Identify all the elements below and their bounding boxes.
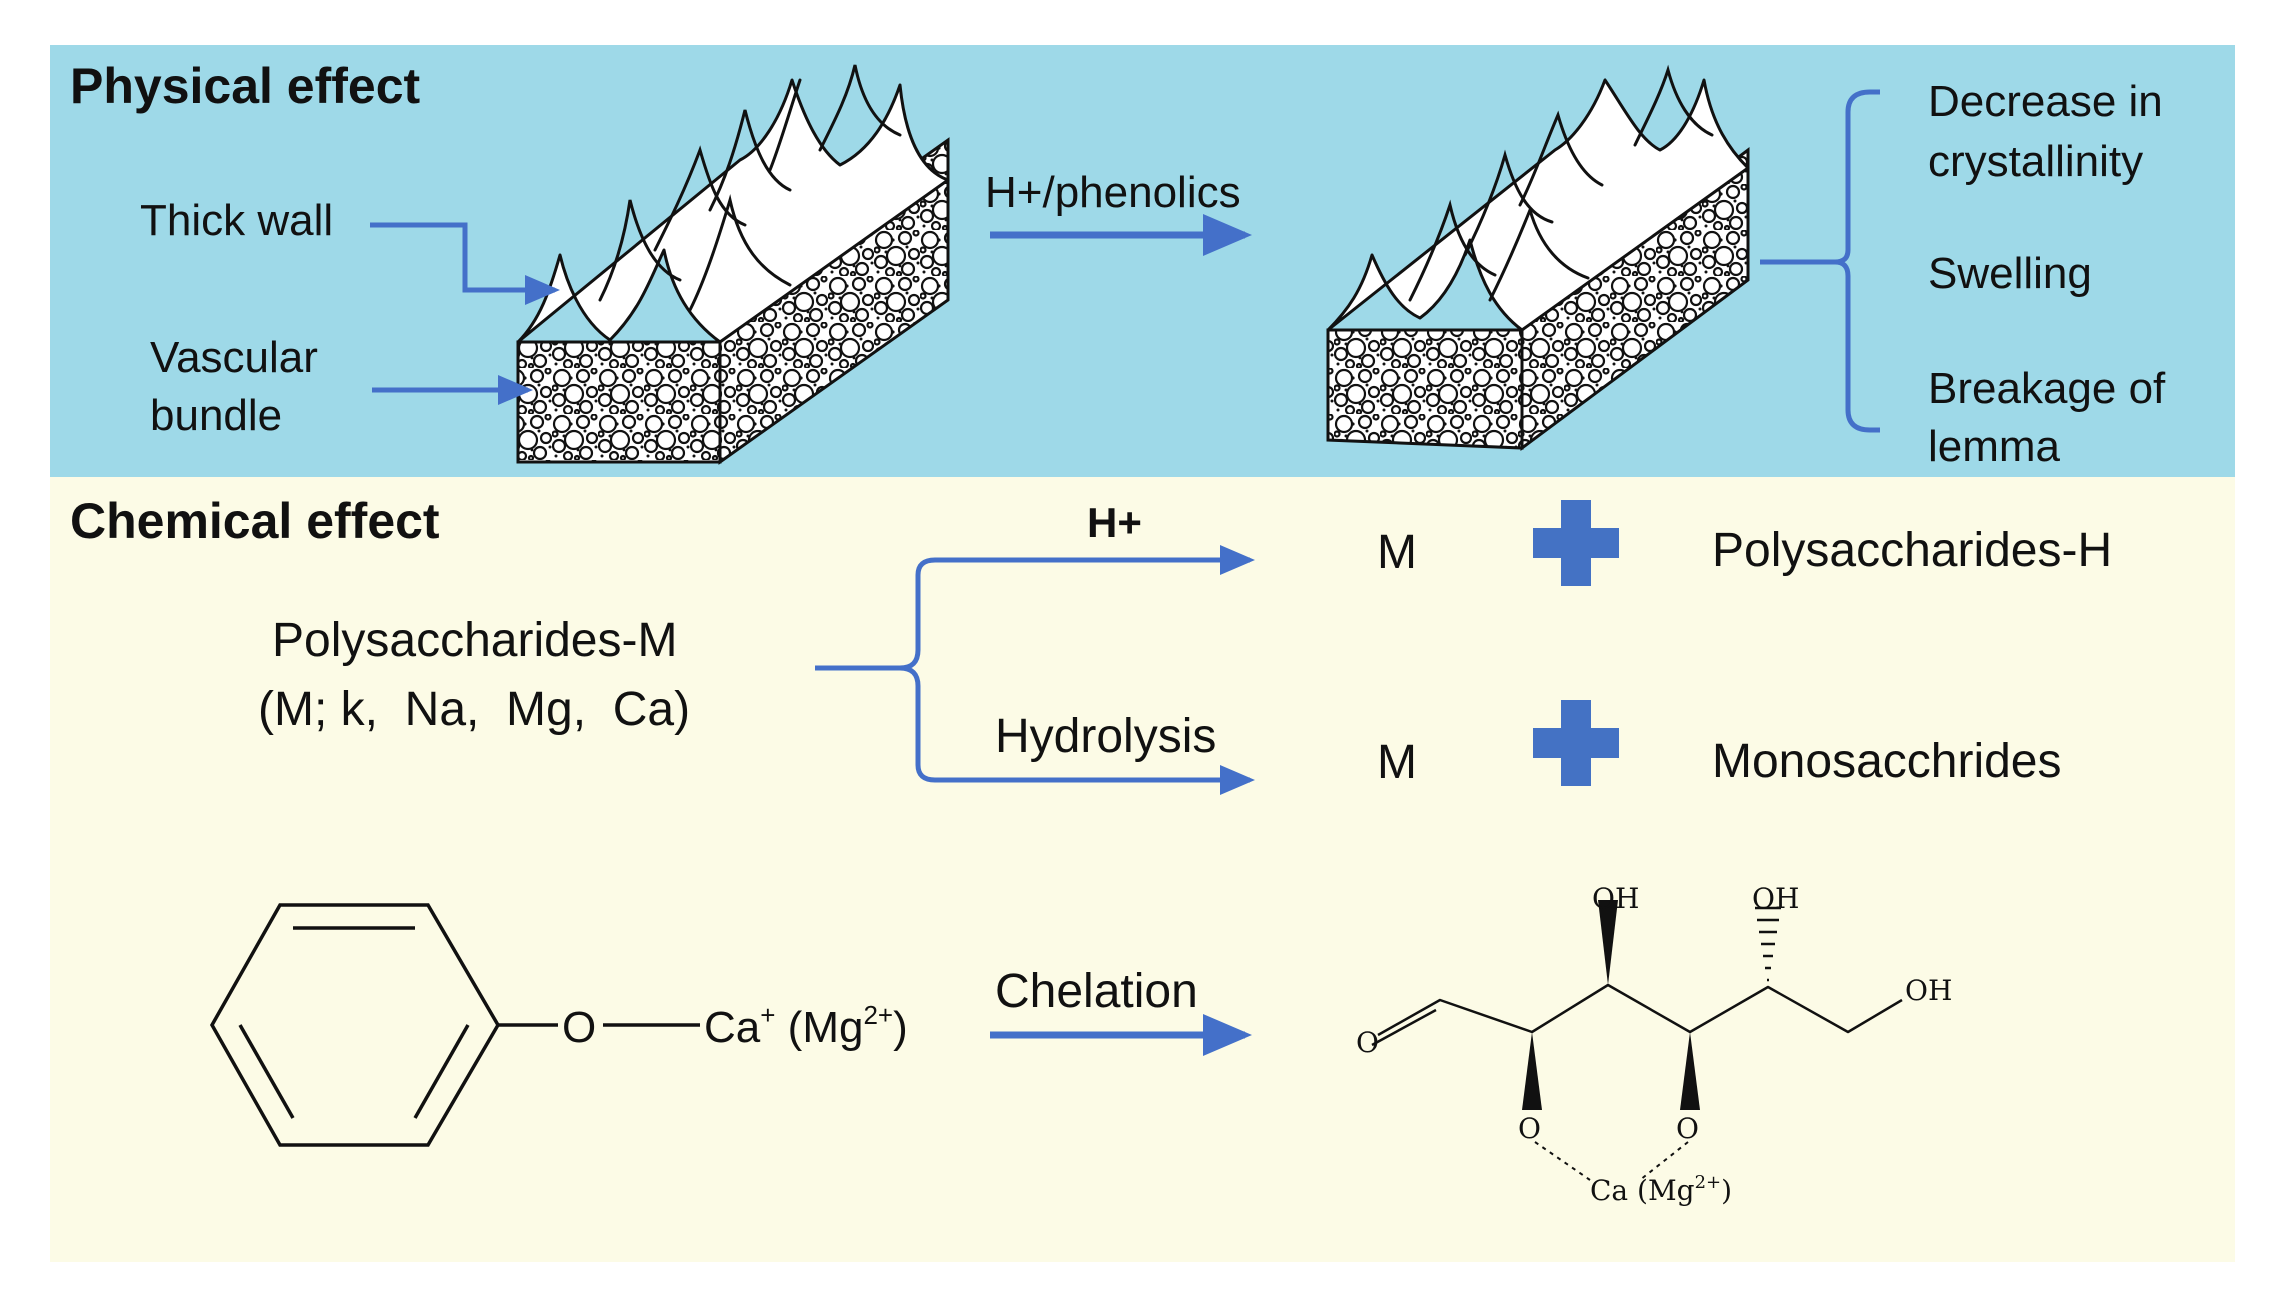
metal-alt: (Mg [1637, 1174, 1695, 1207]
chemical-effect-title: Chemical effect [70, 493, 440, 549]
upper-arrow-label: H+ [1087, 499, 1142, 546]
phenoxide-cation: Ca+ (Mg2+) [704, 1000, 908, 1052]
cation-charge: + [760, 1000, 775, 1030]
benzene-ring [209, 903, 501, 1147]
phenolics-arrow-label: H+/phenolics [985, 168, 1241, 217]
lower-arrow-label: Hydrolysis [995, 710, 1216, 763]
sugar-chelate-structure: OH OH OH O O O Ca (Mg2+) [1356, 882, 1952, 1207]
cation-alt-charge: 2+ [863, 1000, 893, 1030]
phenoxide-oxygen: O [562, 1003, 596, 1052]
effect-swelling: Swelling [1928, 249, 2092, 298]
block-front-face [516, 340, 722, 464]
sugar-chelate-metal: Ca (Mg2+) [1590, 1172, 1732, 1207]
metal-symbol: Ca [1590, 1174, 1628, 1207]
sugar-oh-2: OH [1752, 882, 1799, 915]
plus-icon [1533, 500, 1619, 586]
product1-other: Polysaccharides-H [1712, 524, 2112, 577]
sugar-oh-3: OH [1905, 974, 1952, 1007]
reaction-fork [815, 557, 1248, 783]
effect-decrease-line2: crystallinity [1928, 137, 2143, 186]
effect-breakage-line2: lemma [1928, 422, 2061, 471]
block-front-face-after [1326, 328, 1524, 450]
sugar-chelate-o1: O [1518, 1112, 1541, 1145]
hashed-bond [1755, 906, 1781, 982]
wedge-bond [1680, 1032, 1700, 1110]
chemical-effect-panel [50, 477, 2235, 1262]
product2-other: Monosacchrides [1712, 735, 2062, 788]
thick-wall-pointer [370, 222, 560, 305]
wedge-bond [1522, 1032, 1542, 1110]
vascular-label-line2: bundle [150, 391, 282, 440]
reactant-name: Polysaccharides-M [272, 614, 677, 667]
product2-metal: M [1377, 736, 1417, 789]
cation-alt-close: ) [893, 1003, 908, 1052]
sugar-chelate-o2: O [1676, 1112, 1699, 1145]
thick-wall-label: Thick wall [140, 196, 333, 245]
thick-wall-top-after [1326, 78, 1750, 332]
vascular-label-line1: Vascular [150, 333, 318, 382]
plus-icon [1533, 700, 1619, 786]
physical-effect-title: Physical effect [70, 58, 421, 114]
metal-alt-charge: 2+ [1695, 1172, 1722, 1193]
sugar-carbonyl-o: O [1356, 1026, 1379, 1059]
metal-alt-close: ) [1721, 1174, 1732, 1207]
physical-effect-panel [50, 45, 2235, 477]
reactant-metals: (M; k, Na, Mg, Ca) [258, 683, 690, 736]
tissue-block-before [516, 64, 950, 465]
wedge-bond [1598, 900, 1618, 985]
effect-breakage-line1: Breakage of [1928, 364, 2166, 413]
effect-decrease-line1: Decrease in [1928, 77, 2163, 126]
cation-alt: (Mg [775, 1003, 863, 1052]
cation-symbol: Ca [704, 1003, 761, 1052]
effects-brace [1760, 89, 1880, 433]
product1-metal: M [1377, 526, 1417, 579]
sugar-oh-1: OH [1592, 882, 1639, 915]
chelation-label: Chelation [995, 965, 1198, 1018]
tissue-block-after [1326, 64, 1750, 451]
